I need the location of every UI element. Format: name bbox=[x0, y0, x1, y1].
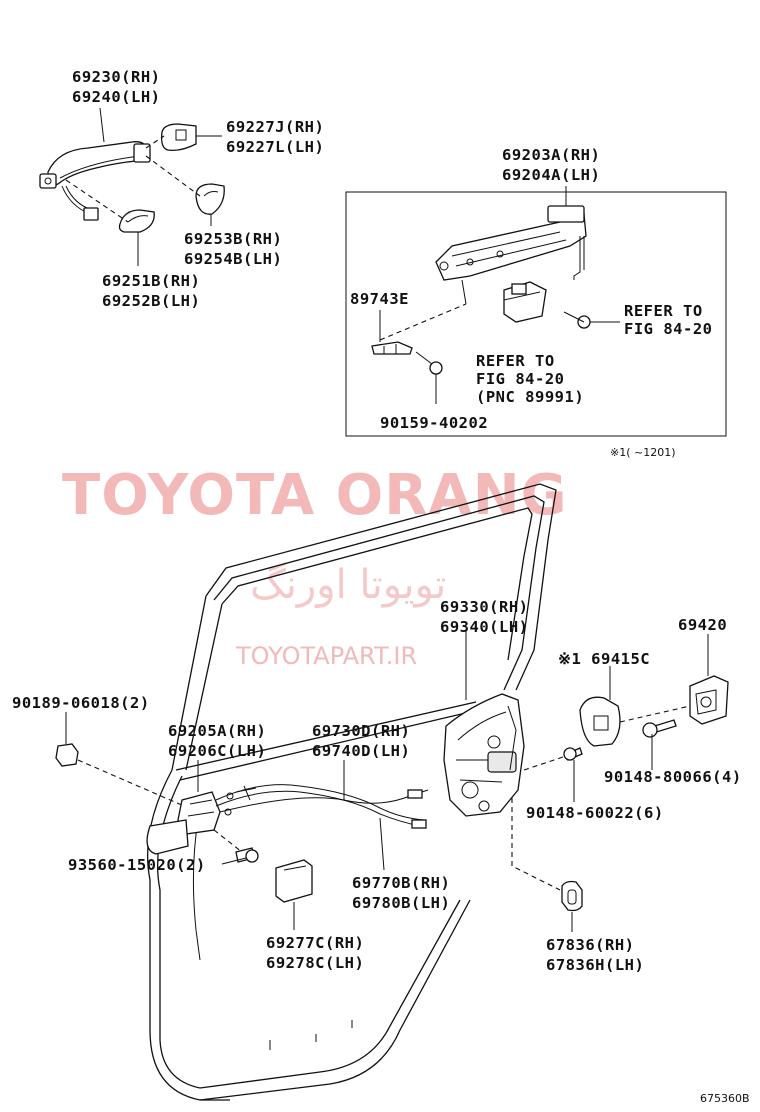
label-69253b: 69253B(RH) bbox=[184, 230, 282, 248]
label-69254b: 69254B(LH) bbox=[184, 250, 282, 268]
diagram-id: 675360B bbox=[700, 1092, 750, 1105]
label-69252b: 69252B(LH) bbox=[102, 292, 200, 310]
frame-box bbox=[345, 191, 727, 437]
label-67836h-lh: 67836H(LH) bbox=[546, 956, 644, 974]
label-69415c: ※1 69415C bbox=[558, 650, 650, 668]
label-69203a: 69203A(RH) bbox=[502, 146, 600, 164]
label-90159: 90159-40202 bbox=[380, 414, 488, 432]
label-69730d: 69730D(RH) bbox=[312, 722, 410, 740]
label-refer-1b: FIG 84-20 bbox=[624, 320, 713, 338]
outside-handle-group bbox=[39, 107, 225, 266]
label-90148-60022: 90148-60022(6) bbox=[526, 804, 664, 822]
label-90189: 90189-06018(2) bbox=[12, 694, 150, 712]
label-93560: 93560-15020(2) bbox=[68, 856, 206, 874]
inside-handle-group bbox=[55, 712, 583, 932]
watermark-url: TOYOTAPART.IR bbox=[235, 642, 417, 670]
label-69277c: 69277C(RH) bbox=[266, 934, 364, 952]
label-69770b: 69770B(RH) bbox=[352, 874, 450, 892]
label-69251b: 69251B(RH) bbox=[102, 272, 200, 290]
label-69278c: 69278C(LH) bbox=[266, 954, 364, 972]
striker-group bbox=[523, 634, 729, 802]
label-69204a: 69204A(LH) bbox=[502, 166, 600, 184]
label-89743e: 89743E bbox=[350, 290, 409, 308]
label-69330: 69330(RH) bbox=[440, 598, 529, 616]
label-69227j: 69227J(RH) bbox=[226, 118, 324, 136]
door-panel bbox=[147, 483, 557, 1101]
label-69205a: 69205A(RH) bbox=[168, 722, 266, 740]
label-69420: 69420 bbox=[678, 616, 727, 634]
label-69740d: 69740D(LH) bbox=[312, 742, 410, 760]
door-lock-assembly bbox=[443, 630, 525, 817]
label-69240: 69240(LH) bbox=[72, 88, 161, 106]
label-refer-2a: REFER TO bbox=[476, 352, 555, 370]
label-69227l: 69227L(LH) bbox=[226, 138, 324, 156]
label-refer-2c: (PNC 89991) bbox=[476, 388, 584, 406]
label-67836-rh: 67836(RH) bbox=[546, 936, 635, 954]
label-refer-1a: REFER TO bbox=[624, 302, 703, 320]
watermark-brand: TOYOTA ORANG bbox=[62, 463, 568, 528]
watermark-arabic: تويوتا اورنگ bbox=[250, 562, 446, 608]
handle-frame-group bbox=[371, 205, 620, 404]
label-refer-2b: FIG 84-20 bbox=[476, 370, 565, 388]
label-note-1: ※1( ~1201) bbox=[610, 446, 676, 459]
label-69340: 69340(LH) bbox=[440, 618, 529, 636]
label-69230: 69230(RH) bbox=[72, 68, 161, 86]
label-90148-80066: 90148-80066(4) bbox=[604, 768, 742, 786]
label-69206c: 69206C(LH) bbox=[168, 742, 266, 760]
label-69780b: 69780B(LH) bbox=[352, 894, 450, 912]
